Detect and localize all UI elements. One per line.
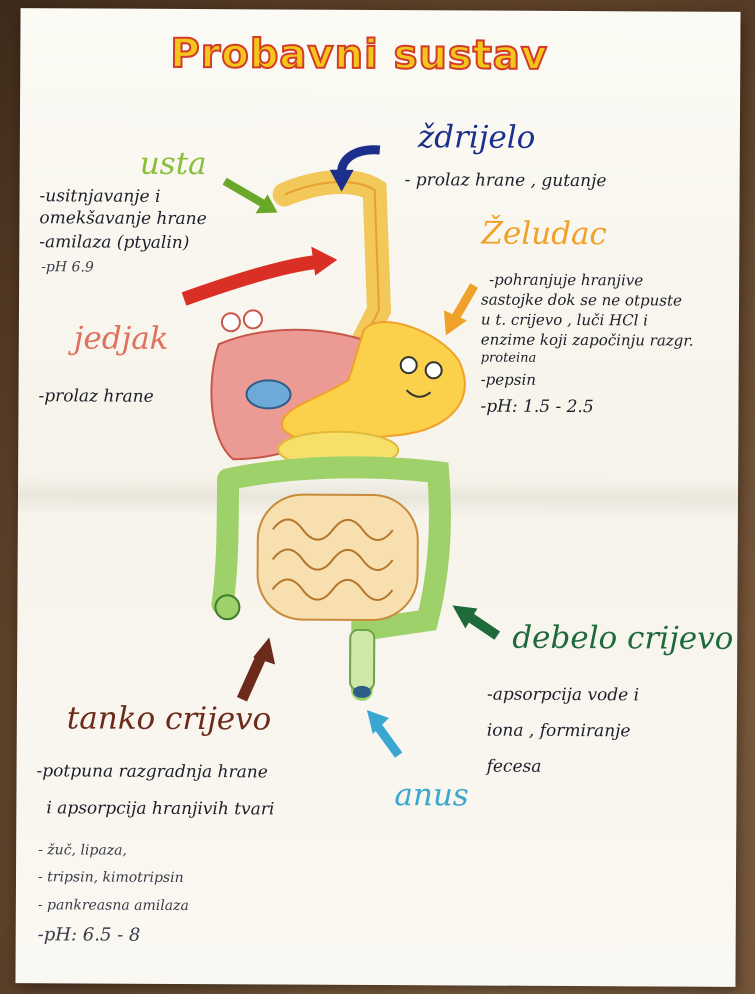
zdrijelo-line-1: - prolaz hrane , gutanje — [405, 172, 607, 190]
liver-eye-left — [222, 313, 240, 331]
stomach-eye-left — [401, 357, 417, 373]
label-jedjak: jedjak — [74, 323, 169, 354]
zeludac-line-6: -pepsin — [481, 373, 536, 388]
tanko-line-1: -potpuna razgradnja hrane — [37, 763, 268, 781]
rectum-drawing — [350, 630, 374, 690]
label-anus: anus — [394, 780, 468, 811]
arrow-anus — [367, 710, 399, 755]
label-tanko-crijevo: tanko crijevo — [67, 703, 272, 735]
anus-drawing — [353, 686, 371, 698]
label-zdrijelo: ždrijelo — [418, 122, 536, 154]
zeludac-line-3: u t. crijevo , luči HCl i — [481, 313, 648, 329]
label-zeludac: Želudac — [481, 219, 607, 251]
arrow-usta — [224, 181, 277, 213]
page-title: Probavni sustav — [170, 31, 548, 79]
jedjak-line-1: -prolaz hrane — [38, 388, 153, 406]
arrow-zeludac — [444, 285, 474, 335]
zeludac-line-4: enzime koji započinju razgr. — [481, 333, 694, 349]
zeludac-line-5: proteina — [481, 352, 537, 365]
digestive-system-drawing — [15, 8, 740, 987]
debelo-line-3: fecesa — [487, 759, 542, 776]
usta-line-4: -pH 6.9 — [41, 260, 94, 274]
tanko-line-6: -pH: 6.5 - 8 — [38, 926, 141, 945]
debelo-line-2: iona , formiranje — [487, 723, 631, 741]
intestine-face — [215, 595, 239, 619]
tanko-line-5: - pankreasna amilaza — [38, 898, 189, 913]
paper-sheet: Probavni sustav usta -usitnjavanje i ome… — [15, 8, 740, 987]
label-debelo-crijevo: debelo crijevo — [512, 623, 733, 655]
usta-line-3: -amilaza (ptyalin) — [39, 234, 189, 252]
arrow-debelo — [452, 605, 497, 635]
zeludac-line-7: -pH: 1.5 - 2.5 — [480, 399, 593, 417]
liver-eye-right — [244, 310, 262, 328]
arrow-red — [184, 246, 337, 300]
zeludac-line-2: sastojke dok se ne otpuste — [481, 293, 682, 309]
zeludac-line-1: -pohranjuje hranjive — [489, 273, 643, 289]
debelo-line-1: -apsorpcija vode i — [487, 687, 639, 705]
tanko-line-3: - žuč, lipaza, — [38, 843, 127, 857]
tanko-line-2: i apsorpcija hranjivih tvari — [46, 800, 274, 818]
gallbladder-fish-drawing — [246, 380, 290, 408]
small-intestine-drawing — [257, 494, 418, 620]
usta-line-2: omekšavanje hrane — [39, 210, 206, 228]
tanko-line-4: - tripsin, kimotripsin — [38, 870, 184, 885]
label-usta: usta — [140, 149, 207, 180]
arrow-tanko — [242, 637, 275, 699]
usta-line-1: -usitnjavanje i — [40, 188, 161, 206]
stomach-eye-right — [426, 362, 442, 378]
